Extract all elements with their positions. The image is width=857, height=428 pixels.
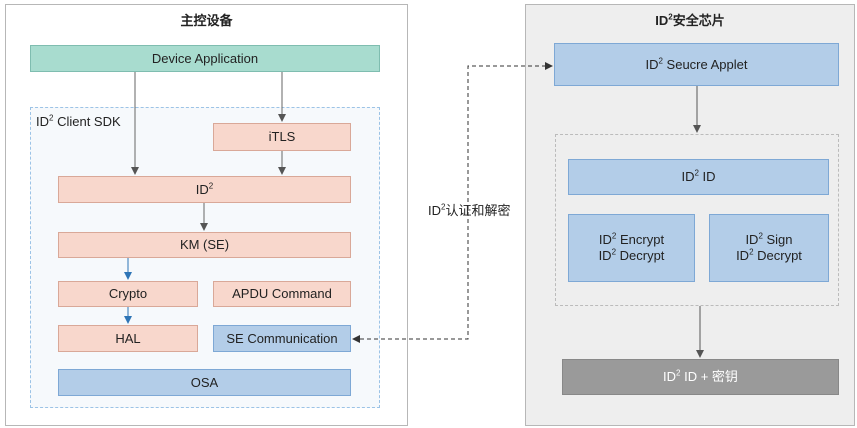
device-application-label: Device Application — [151, 50, 259, 66]
osa-box: OSA — [58, 369, 351, 396]
id2-label: ID2 — [195, 181, 214, 197]
client-sdk-label: ID2 Client SDK — [36, 113, 121, 129]
crypto-box: Crypto — [58, 281, 198, 307]
crypto-label: Crypto — [108, 286, 148, 301]
chip-functions-container — [555, 134, 839, 306]
km-se-label: KM (SE) — [179, 237, 230, 252]
secure-applet-box: ID2 Seucre Applet — [554, 43, 839, 86]
security-chip-title: ID2安全芯片 — [655, 12, 725, 28]
apdu-command-box: APDU Command — [213, 281, 351, 307]
host-device-title: 主控设备 — [180, 13, 233, 28]
id2-id-label: ID2 ID — [681, 168, 716, 184]
auth-connector-back-arrow — [352, 335, 360, 343]
itls-box: iTLS — [213, 123, 351, 151]
sign-decrypt-box: ID2 Sign ID2 Decrypt — [709, 214, 829, 282]
secure-applet-label: ID2 Seucre Applet — [645, 56, 748, 72]
km-se-box: KM (SE) — [58, 232, 351, 258]
se-communication-label: SE Communication — [226, 330, 338, 346]
hal-label: HAL — [115, 330, 141, 346]
encrypt-decrypt-box: ID2 Encrypt ID2 Decrypt — [568, 214, 695, 282]
device-application-box: Device Application — [30, 45, 380, 72]
id-key-box: ID2 ID + 密钥 — [562, 359, 839, 395]
itls-label: iTLS — [268, 129, 296, 144]
osa-label: OSA — [190, 374, 219, 390]
se-communication-box: SE Communication — [213, 325, 351, 352]
sign-decrypt-label: ID2 Sign ID2 Decrypt — [736, 231, 802, 263]
hal-box: HAL — [58, 325, 198, 352]
auth-decrypt-label: ID2认证和解密 — [428, 202, 511, 218]
auth-connector-line — [353, 62, 553, 340]
id2-id-box: ID2 ID — [568, 159, 829, 195]
id2-box: ID2 — [58, 176, 351, 203]
apdu-command-label: APDU Command — [232, 286, 332, 301]
encrypt-decrypt-label: ID2 Encrypt ID2 Decrypt — [598, 231, 665, 263]
id-key-label: ID2 ID + 密钥 — [663, 368, 738, 384]
